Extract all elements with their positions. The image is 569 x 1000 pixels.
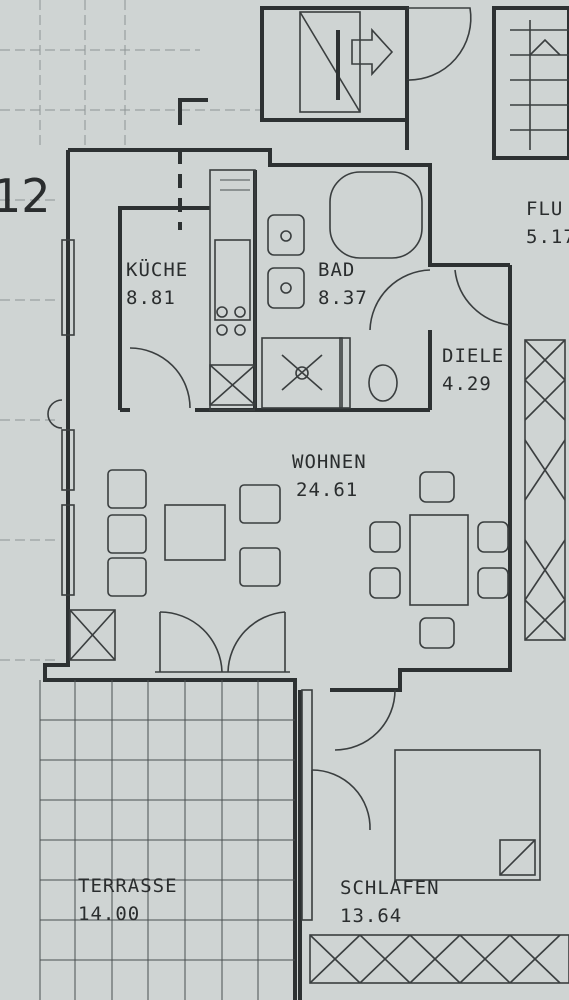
room-name-diele: DIELE — [442, 345, 504, 367]
room-area-terrasse: 14.00 — [78, 903, 140, 925]
room-area-bad: 8.37 — [318, 287, 368, 309]
room-area-kueche: 8.81 — [126, 287, 176, 309]
room-name-flur: FLU — [526, 198, 563, 220]
wohnen-furniture — [69, 469, 509, 661]
right-stair — [492, 6, 569, 160]
room-name-terrasse: TERRASSE — [78, 875, 178, 897]
room-area-flur: 5.17 — [526, 226, 569, 248]
terrace-tiles — [39, 680, 295, 1000]
room-name-wohnen: WOHNEN — [292, 451, 367, 473]
room-name-kueche: KÜCHE — [126, 258, 188, 281]
flur-cabinets — [524, 339, 566, 641]
room-area-diele: 4.29 — [442, 373, 492, 395]
kitchen-room — [118, 98, 257, 412]
background-grid — [0, 0, 260, 661]
outer-walls — [43, 148, 512, 1000]
schlafen-room — [301, 689, 569, 984]
bathroom-room — [255, 171, 432, 412]
room-area-schlafen: 13.64 — [340, 905, 402, 927]
room-labels: KÜCHE 8.81 BAD 8.37 DIELE 4.29 FLU 5.17 … — [78, 198, 569, 927]
room-name-bad: BAD — [318, 259, 355, 281]
left-windows — [47, 239, 75, 596]
room-area-wohnen: 24.61 — [296, 479, 358, 501]
room-name-schlafen: SCHLAFEN — [340, 877, 440, 899]
terrace-door — [155, 611, 290, 673]
stair-block — [260, 6, 472, 150]
sheet-number: 12 — [0, 169, 51, 223]
diele-door — [454, 269, 511, 326]
